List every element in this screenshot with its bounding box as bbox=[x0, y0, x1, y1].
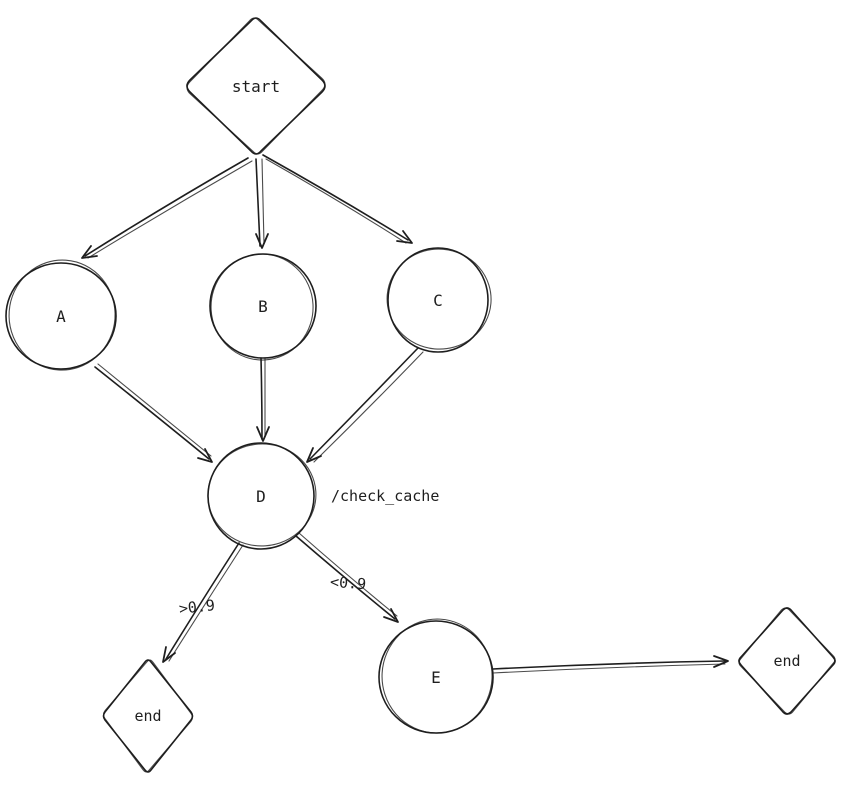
edge-start-b bbox=[255, 158, 269, 249]
node-e-label: E bbox=[431, 668, 441, 687]
edge-b-d bbox=[256, 357, 270, 442]
edge-start-c-line bbox=[262, 154, 409, 241]
edge-d-end-left-line-sketch bbox=[168, 544, 244, 662]
node-d-circle-sketch bbox=[207, 443, 317, 547]
edge-e-end-right-line bbox=[492, 660, 726, 670]
node-a-label: A bbox=[56, 307, 66, 326]
edge-start-c-arrowhead-icon bbox=[396, 230, 413, 244]
node-c-label: C bbox=[433, 291, 443, 310]
node-b-label: B bbox=[258, 297, 268, 316]
edge-d-e-line-sketch bbox=[298, 532, 398, 617]
node-end-right: end bbox=[738, 607, 836, 715]
node-b: B bbox=[209, 253, 317, 361]
edge-d-end-left: >0.9 bbox=[162, 542, 244, 663]
edge-e-end-right-arrowhead-icon bbox=[713, 655, 729, 668]
node-a-circle-sketch bbox=[8, 259, 116, 371]
edge-start-a-arrowhead-icon bbox=[81, 245, 98, 259]
edge-c-d bbox=[306, 347, 424, 463]
node-b-circle-sketch bbox=[210, 253, 314, 361]
edge-start-c-line-sketch bbox=[265, 158, 407, 244]
edge-c-d-arrowhead-icon bbox=[306, 447, 322, 463]
start-diamond-shape-sketch bbox=[186, 17, 326, 155]
node-e: E bbox=[378, 618, 494, 734]
node-e-circle-sketch bbox=[381, 618, 493, 734]
node-c-circle-sketch bbox=[386, 248, 492, 350]
node-d-label: D bbox=[256, 487, 266, 506]
edge-start-b-line-sketch bbox=[261, 158, 265, 245]
edge-a-d-line bbox=[94, 366, 210, 460]
edge-d-e-line bbox=[295, 535, 396, 620]
edge-c-d-line bbox=[309, 347, 419, 460]
node-start-label: start bbox=[232, 77, 280, 96]
node-a-circle-shape bbox=[5, 262, 117, 370]
edge-e-end-right-line-sketch bbox=[492, 663, 726, 674]
edge-d-e-label: <0.9 bbox=[329, 573, 366, 593]
node-end-left: end bbox=[102, 659, 194, 773]
node-start: start bbox=[186, 17, 326, 155]
node-d-annotation: /check_cache bbox=[331, 487, 439, 505]
edge-start-b-arrowhead-icon bbox=[255, 233, 269, 249]
edge-e-end-right bbox=[492, 655, 729, 674]
node-a: A bbox=[5, 259, 117, 371]
edge-start-c bbox=[262, 154, 413, 244]
edge-d-end-left-line bbox=[165, 542, 240, 660]
edge-start-a bbox=[81, 157, 253, 259]
edge-c-d-line-sketch bbox=[313, 351, 424, 463]
node-d: D /check_cache bbox=[207, 442, 439, 550]
edge-a-d-arrowhead-icon bbox=[197, 448, 213, 463]
node-end-left-label: end bbox=[134, 707, 161, 725]
edge-d-end-left-label: >0.9 bbox=[178, 596, 216, 618]
edge-start-b-line bbox=[255, 158, 261, 247]
end-right-diamond-sketch bbox=[738, 607, 836, 715]
edge-b-d-arrowhead-icon bbox=[256, 426, 270, 442]
node-c-circle-shape bbox=[387, 247, 489, 353]
edge-d-end-left-arrowhead-icon bbox=[162, 646, 176, 663]
edge-start-a-line bbox=[84, 157, 249, 257]
edge-a-d bbox=[94, 363, 213, 463]
edge-a-d-line-sketch bbox=[97, 363, 212, 457]
node-c: C bbox=[386, 247, 492, 353]
edge-d-e-arrowhead-icon bbox=[383, 608, 399, 623]
edge-d-e: <0.9 bbox=[295, 532, 399, 623]
edge-b-d-line bbox=[260, 357, 263, 440]
node-end-right-label: end bbox=[773, 652, 800, 670]
edge-start-a-line-sketch bbox=[87, 160, 253, 259]
end-left-diamond-sketch bbox=[102, 659, 194, 773]
